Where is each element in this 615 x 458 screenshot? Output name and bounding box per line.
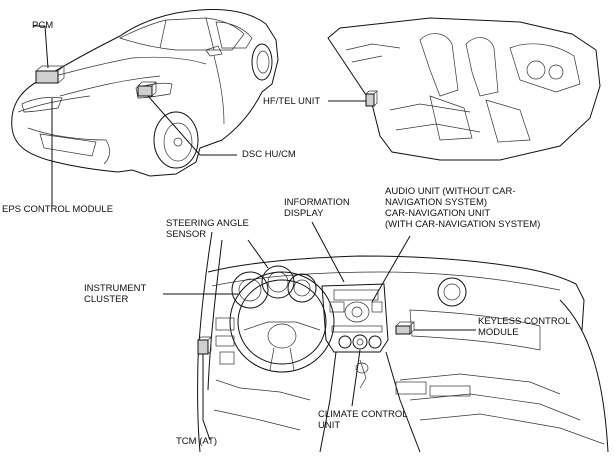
- label-eps-control-module: EPS CONTROL MODULE: [2, 204, 114, 215]
- dsc-hu-cm-part: [137, 81, 157, 97]
- tcm-part: [197, 336, 212, 355]
- pcm-part: [35, 70, 59, 84]
- dsc-leader-line: [147, 95, 237, 156]
- climate-control-leader-line: [351, 349, 361, 407]
- information-display-leader-line: [311, 221, 345, 283]
- cabin-cutaway-illustration: [327, 17, 601, 161]
- label-dsc-hu-cm: DSC HU/CM: [242, 149, 296, 160]
- audio-unit-leader-line: [371, 235, 411, 303]
- label-steering-angle-sensor: STEERING ANGLE SENSOR: [166, 218, 249, 240]
- keyless-control-module-part: [395, 321, 415, 335]
- label-information-display: INFORMATION DISPLAY: [284, 197, 350, 219]
- hf-tel-unit-part: [365, 90, 378, 107]
- tcm-leader-line: [202, 354, 211, 441]
- label-instrument-cluster: INSTRUMENT CLUSTER: [84, 283, 147, 305]
- dashboard-interior-illustration: [197, 231, 609, 453]
- label-hf-tel-unit: HF/TEL UNIT: [263, 96, 321, 107]
- label-tcm-at: TCM (AT): [176, 436, 217, 447]
- label-audio-unit: AUDIO UNIT (WITHOUT CAR- NAVIGATION SYST…: [385, 186, 541, 230]
- label-pcm: PCM: [32, 20, 54, 31]
- pcm-leader-line: [33, 25, 49, 69]
- label-climate-control-unit: CLIMATE CONTROL UNIT: [318, 409, 408, 431]
- steering-angle-leader-line: [247, 239, 269, 269]
- label-keyless-control-module: KEYLESS CONTROL MODULE: [478, 316, 571, 338]
- car-exterior-illustration: [11, 9, 279, 177]
